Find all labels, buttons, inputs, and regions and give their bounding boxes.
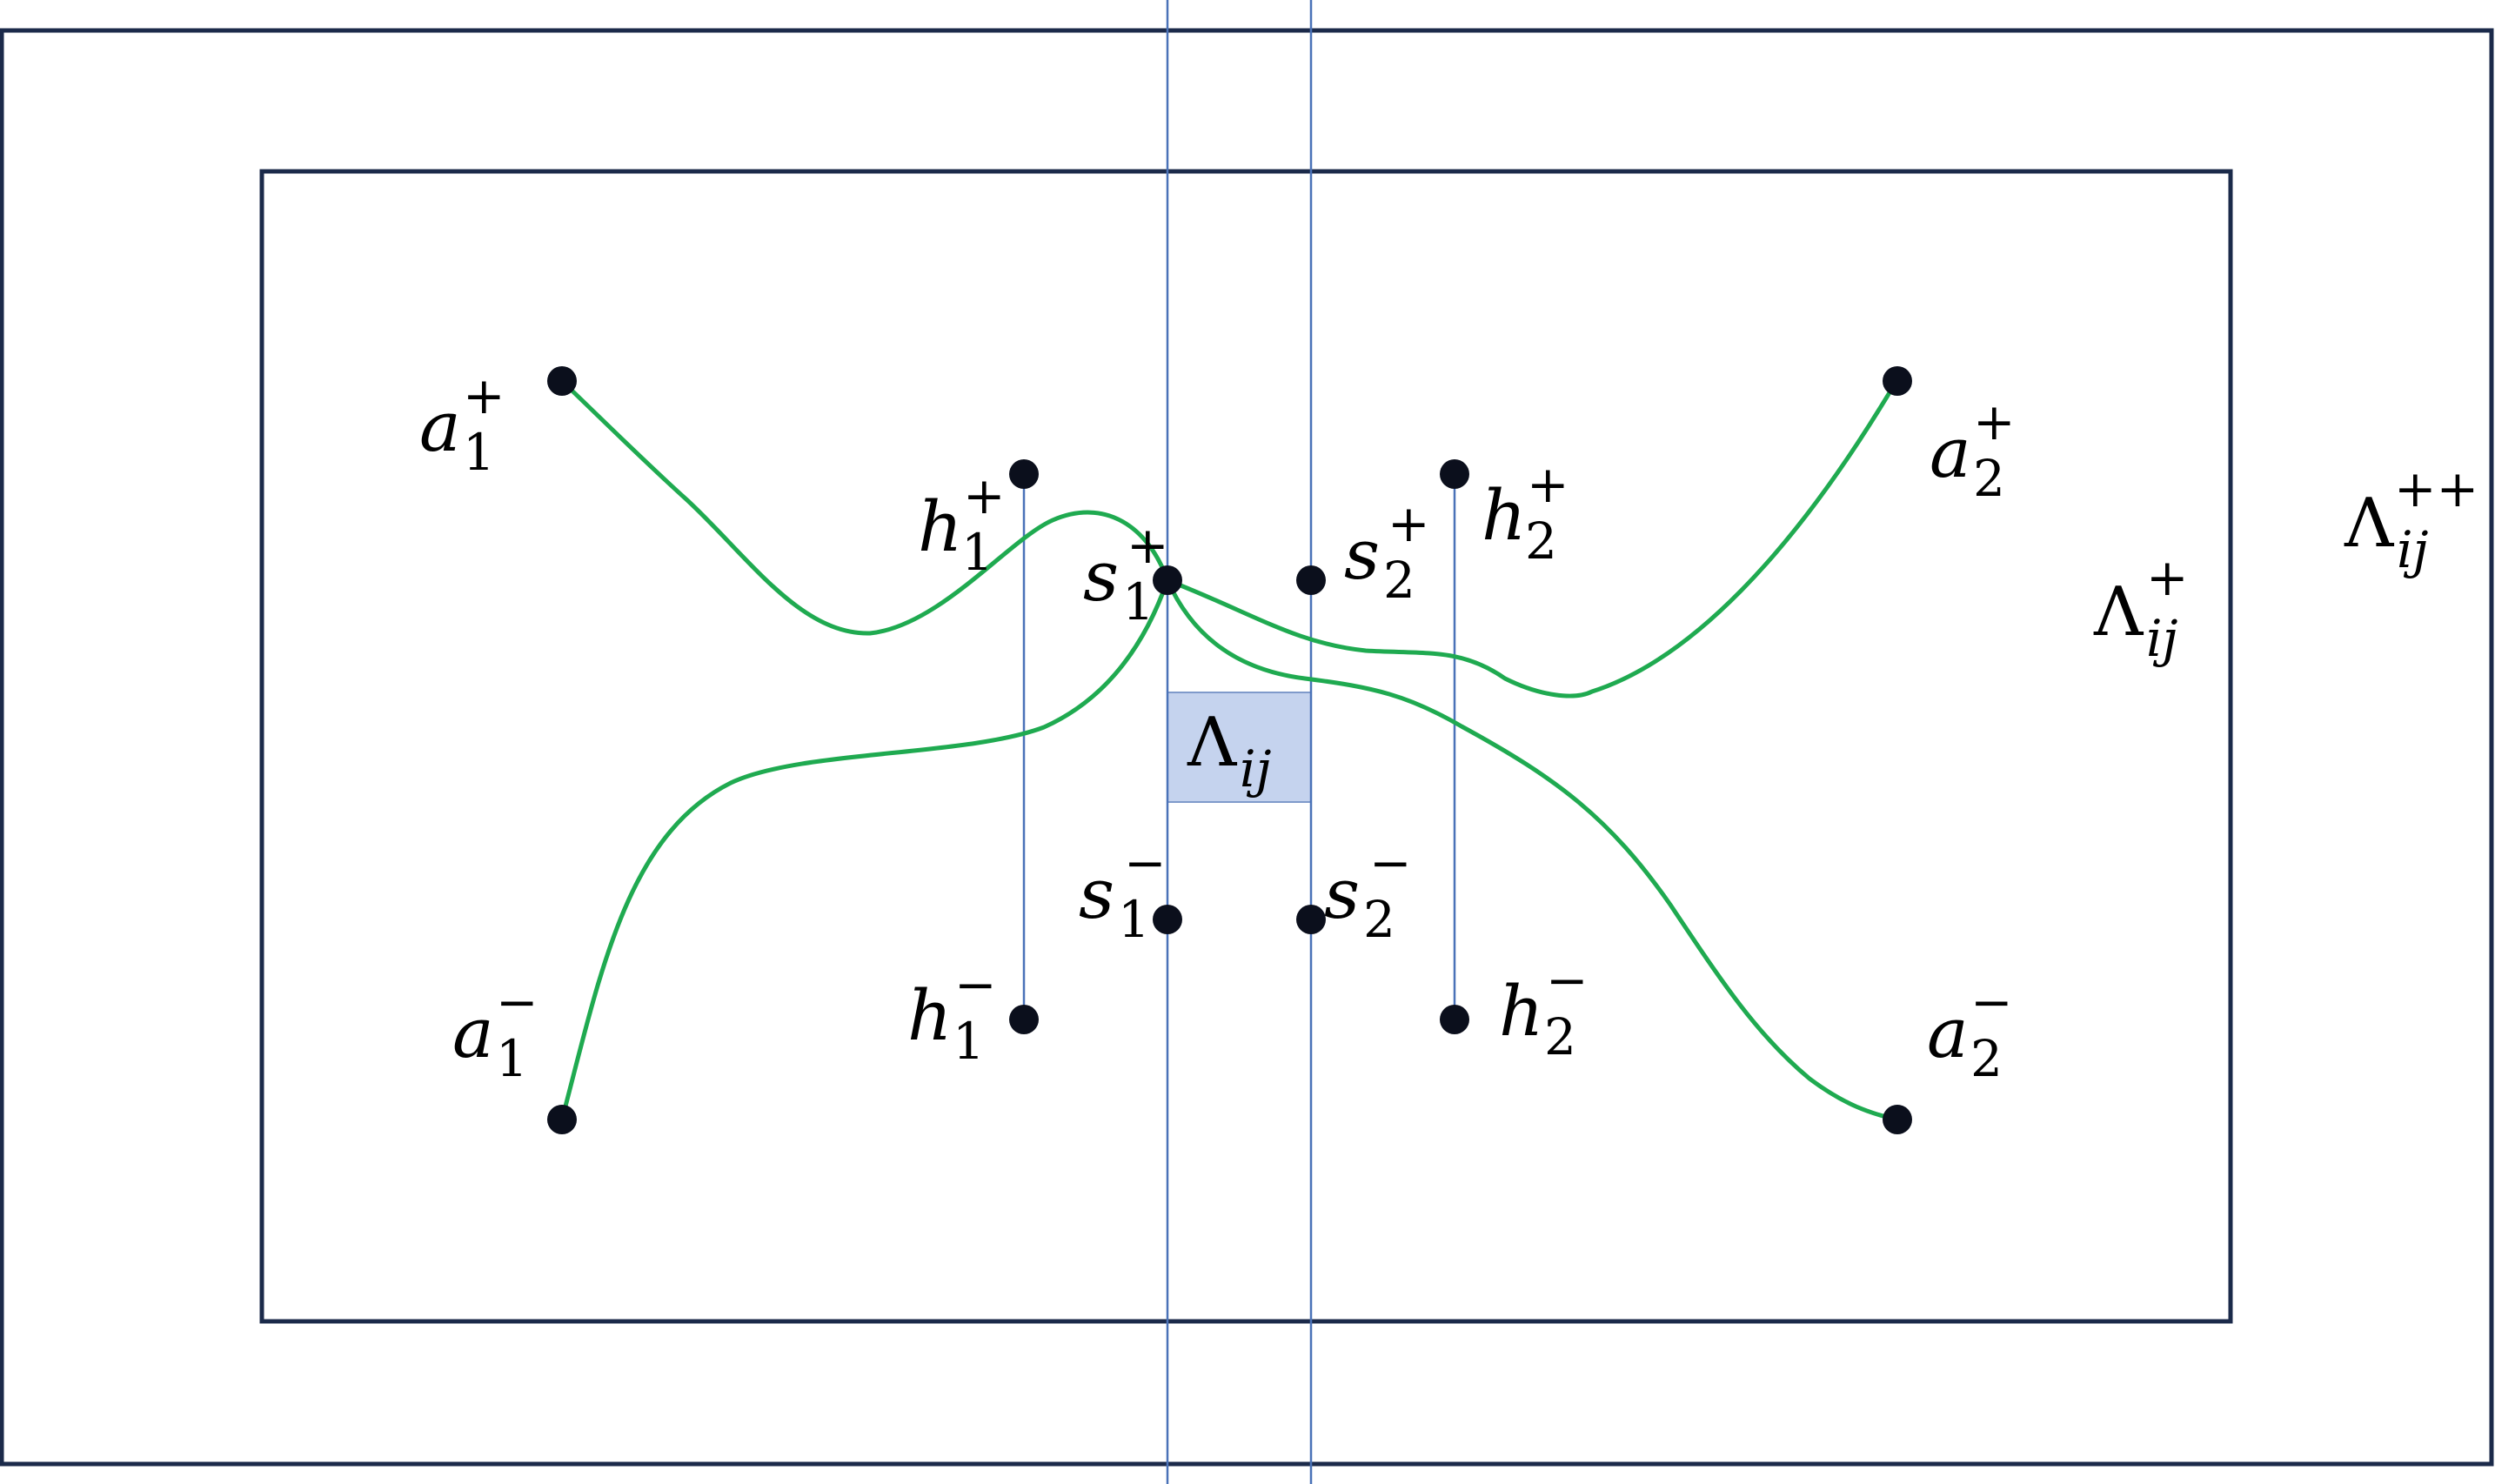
svg-text:+: + [963,466,1006,525]
svg-text:a: a [452,993,494,1073]
svg-text:1: 1 [1122,572,1154,632]
svg-text:1: 1 [961,523,993,582]
label-s2-minus: s 2 − [1324,833,1412,949]
path-a1-minus [559,579,1170,1120]
point-s2-plus [1296,565,1326,595]
svg-text:−: − [954,955,997,1014]
svg-text:−: − [1124,833,1167,892]
label-h2-minus: h 2 − [1499,951,1589,1066]
path-a2-plus [1167,379,1899,699]
label-h2-plus: h 2 + [1482,455,1569,571]
svg-text:+: + [1388,494,1430,553]
svg-text:Λ: Λ [2344,485,2395,563]
point-h2-plus [1440,459,1469,489]
svg-text:−: − [1546,951,1589,1010]
svg-text:a: a [1930,412,1971,493]
svg-text:2: 2 [1383,551,1415,610]
inner-region-box [259,169,2233,1324]
label-s1-minus: s 1 − [1079,833,1167,949]
svg-text:1: 1 [1118,890,1150,949]
svg-text:Λ: Λ [2093,573,2144,652]
svg-text:h: h [1499,971,1544,1052]
svg-text:2: 2 [1544,1007,1576,1066]
svg-text:ij: ij [2397,520,2429,579]
svg-text:s: s [1324,853,1360,934]
svg-text:+: + [1527,455,1569,514]
svg-text:s: s [1344,514,1380,595]
label-inner-region: Λ ij + [2093,548,2189,668]
point-h1-minus [1009,1005,1039,1034]
point-s1-plus [1153,565,1182,595]
label-h1-plus: h 1 + [918,466,1006,582]
svg-text:s: s [1079,853,1114,934]
svg-text:2: 2 [1363,890,1395,949]
center-region-box [1167,692,1312,803]
outer-region-box [0,28,2494,1467]
svg-text:−: − [1369,833,1412,892]
svg-text:a: a [419,386,461,467]
svg-text:h: h [1482,475,1527,556]
label-a1-minus: a 1 − [452,973,538,1088]
label-s1-plus: s 1 + [1083,516,1169,632]
svg-text:2: 2 [1973,449,2005,508]
point-s1-minus [1153,905,1182,934]
svg-text:s: s [1083,536,1119,617]
point-a1-plus [547,366,577,396]
svg-text:2: 2 [1525,511,1557,571]
point-a2-minus [1883,1105,1912,1134]
svg-text:ij: ij [1240,739,1272,799]
label-a2-minus: a 2 − [1927,973,2013,1088]
point-a1-minus [547,1105,577,1134]
svg-text:−: − [496,973,538,1032]
svg-text:h: h [918,486,963,567]
svg-text:1: 1 [496,1029,528,1088]
svg-text:1: 1 [463,423,495,482]
label-center-region: Λ ij [1187,704,1272,799]
path-a1-plus [560,379,1170,636]
svg-text:ij: ij [2146,609,2178,668]
path-a2-minus [1165,578,1897,1122]
svg-text:+: + [1127,516,1169,575]
label-h1-minus: h 1 − [907,955,997,1071]
svg-text:++: ++ [2394,459,2478,518]
svg-text:a: a [1927,993,1969,1073]
svg-text:+: + [463,366,505,425]
label-a2-plus: a 2 + [1930,392,2016,508]
point-s2-minus [1296,905,1326,934]
svg-text:1: 1 [953,1012,985,1071]
svg-text:−: − [1970,973,2013,1032]
svg-text:+: + [1973,392,2016,451]
point-h2-minus [1440,1005,1469,1034]
label-outer-region: Λ ij ++ [2344,459,2478,579]
svg-text:+: + [2146,548,2189,607]
svg-text:2: 2 [1970,1029,2003,1088]
label-a1-plus: a 1 + [419,366,505,482]
svg-text:Λ: Λ [1187,704,1238,782]
svg-text:h: h [907,975,953,1056]
label-s2-plus: s 2 + [1344,494,1430,610]
point-a2-plus [1883,366,1912,396]
point-h1-plus [1009,459,1039,489]
